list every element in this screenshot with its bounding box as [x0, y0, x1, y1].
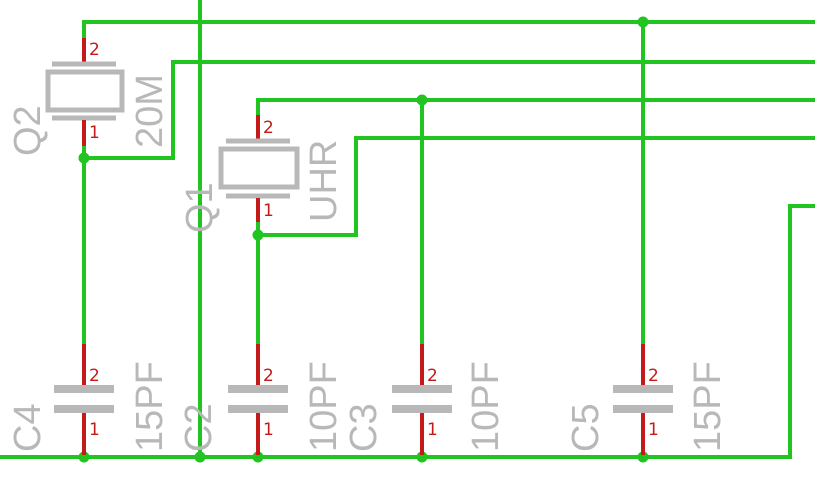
junction-dot: [194, 451, 206, 463]
c2-plate-bottom: [228, 405, 288, 413]
c4-plate-top: [54, 385, 114, 393]
c3-pin1-number: 1: [427, 420, 438, 440]
capacitor-c5[interactable]: 2 1 C5 15PF: [565, 344, 729, 455]
c4-name-label: C4: [7, 403, 49, 452]
c2-pin1-number: 1: [263, 420, 274, 440]
q2-name-label: Q2: [7, 105, 49, 156]
capacitor-c2[interactable]: 2 1 C2 10PF: [178, 344, 345, 455]
q2-pin2-number: 2: [89, 40, 100, 60]
c2-plate-top: [228, 385, 288, 393]
junction-dot: [416, 451, 428, 463]
junction-dot: [252, 451, 264, 463]
wires: [0, 0, 815, 459]
c3-plate-bottom: [392, 405, 452, 413]
junction-dot: [78, 152, 90, 164]
junction-dot: [416, 94, 428, 106]
wire-net-bottom[interactable]: [0, 204, 815, 459]
junction-dot: [637, 16, 649, 28]
c5-pin2-number: 2: [648, 366, 659, 386]
junction-dot: [637, 451, 649, 463]
c5-plate-bottom: [613, 405, 673, 413]
wire-net-fourth[interactable]: [256, 136, 815, 237]
c4-pin1-number: 1: [89, 420, 100, 440]
q1-body: [218, 146, 300, 190]
c2-pin2-number: 2: [263, 366, 274, 386]
q2-pin1-number: 1: [89, 123, 100, 143]
wire-net-third[interactable]: [256, 98, 815, 117]
c5-pin1-number: 1: [648, 420, 659, 440]
c4-pin2-number: 2: [89, 366, 100, 386]
wire-net-second[interactable]: [82, 60, 815, 160]
c2-name-label: C2: [178, 403, 220, 452]
capacitor-c4[interactable]: 2 1 C4 15PF: [7, 344, 171, 455]
q1-pin1-number: 1: [263, 201, 274, 221]
c2-value-label: 10PF: [303, 361, 345, 452]
q2-value-label: 20M: [129, 74, 171, 148]
c3-pin2-number: 2: [427, 366, 438, 386]
c3-name-label: C3: [343, 403, 385, 452]
c3-value-label: 10PF: [465, 361, 507, 452]
q1-value-label: UHR: [303, 140, 345, 222]
junction-dot: [252, 229, 264, 241]
crystal-q2[interactable]: 2 1 Q2 20M: [7, 38, 171, 156]
crystal-q1[interactable]: 2 1 Q1 UHR: [179, 115, 345, 233]
c5-name-label: C5: [565, 403, 607, 452]
capacitor-c3[interactable]: 2 1 C3 10PF: [343, 344, 507, 455]
q2-body: [45, 69, 125, 113]
c5-value-label: 15PF: [687, 361, 729, 452]
c4-plate-bottom: [54, 405, 114, 413]
c4-value-label: 15PF: [129, 361, 171, 452]
q1-pin2-number: 2: [263, 118, 274, 138]
c3-plate-top: [392, 385, 452, 393]
q1-name-label: Q1: [179, 182, 221, 233]
junction-dot: [78, 451, 90, 463]
c5-plate-top: [613, 385, 673, 393]
junctions: [78, 16, 649, 463]
